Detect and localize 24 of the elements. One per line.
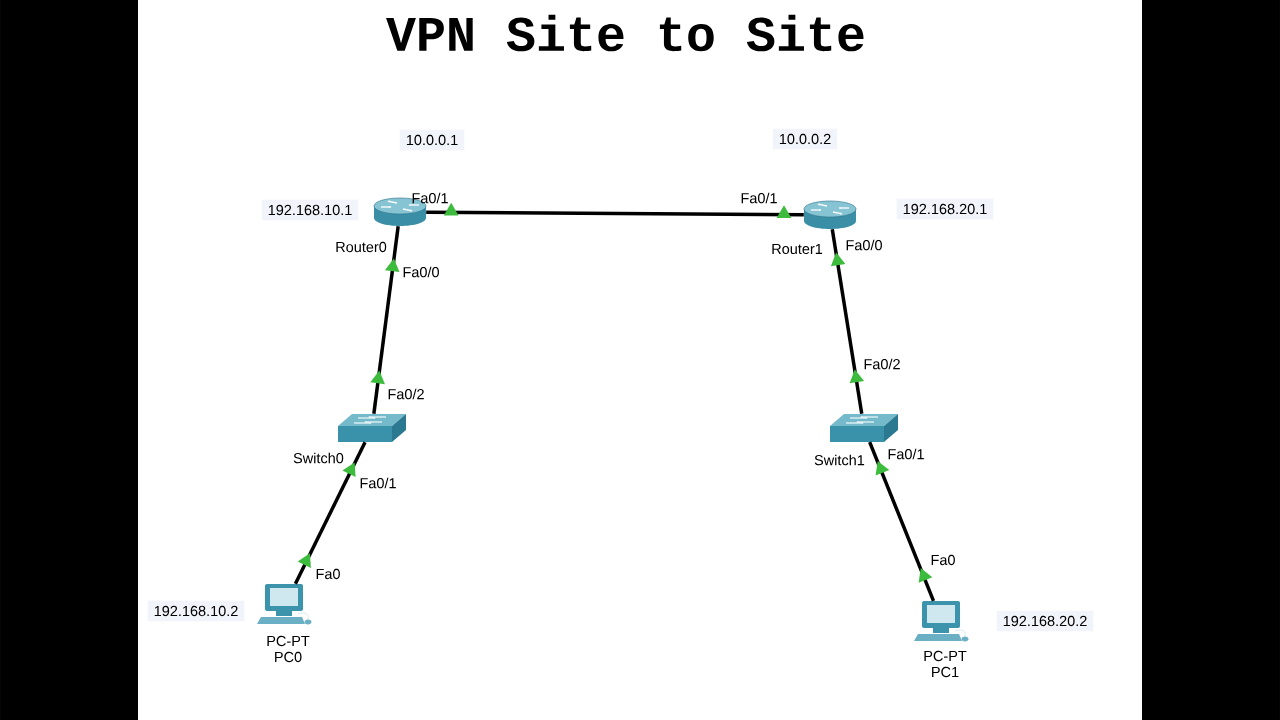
cable-line <box>868 441 936 602</box>
port-label: Fa0 <box>316 568 340 580</box>
title: VPN Site to Site <box>386 14 864 52</box>
cable-line <box>830 228 865 415</box>
port-label: Fa0/2 <box>864 358 900 370</box>
device-label: Switch1 <box>814 454 865 466</box>
port-label: Fa0/0 <box>846 239 882 251</box>
device-label: Router1 <box>772 243 823 255</box>
port-label: Fa0/1 <box>888 448 924 460</box>
port-label: Fa0/1 <box>741 192 777 204</box>
cable-line <box>370 225 400 414</box>
port-label: Fa0/0 <box>403 266 439 278</box>
port-label: Fa0 <box>931 554 955 566</box>
port-label: Fa0/1 <box>360 477 396 489</box>
device-label: PC-PT <box>924 650 967 662</box>
port-label: Fa0/1 <box>412 192 448 204</box>
cable-line <box>293 441 367 585</box>
device-label: Switch0 <box>293 452 344 464</box>
device-label: PC-PT <box>267 635 310 647</box>
device-label: PC0 <box>275 651 302 663</box>
port-label: Fa0/2 <box>388 388 424 400</box>
cable-line <box>426 210 804 217</box>
device-label: PC1 <box>932 666 959 678</box>
device-label: Router0 <box>336 241 387 253</box>
